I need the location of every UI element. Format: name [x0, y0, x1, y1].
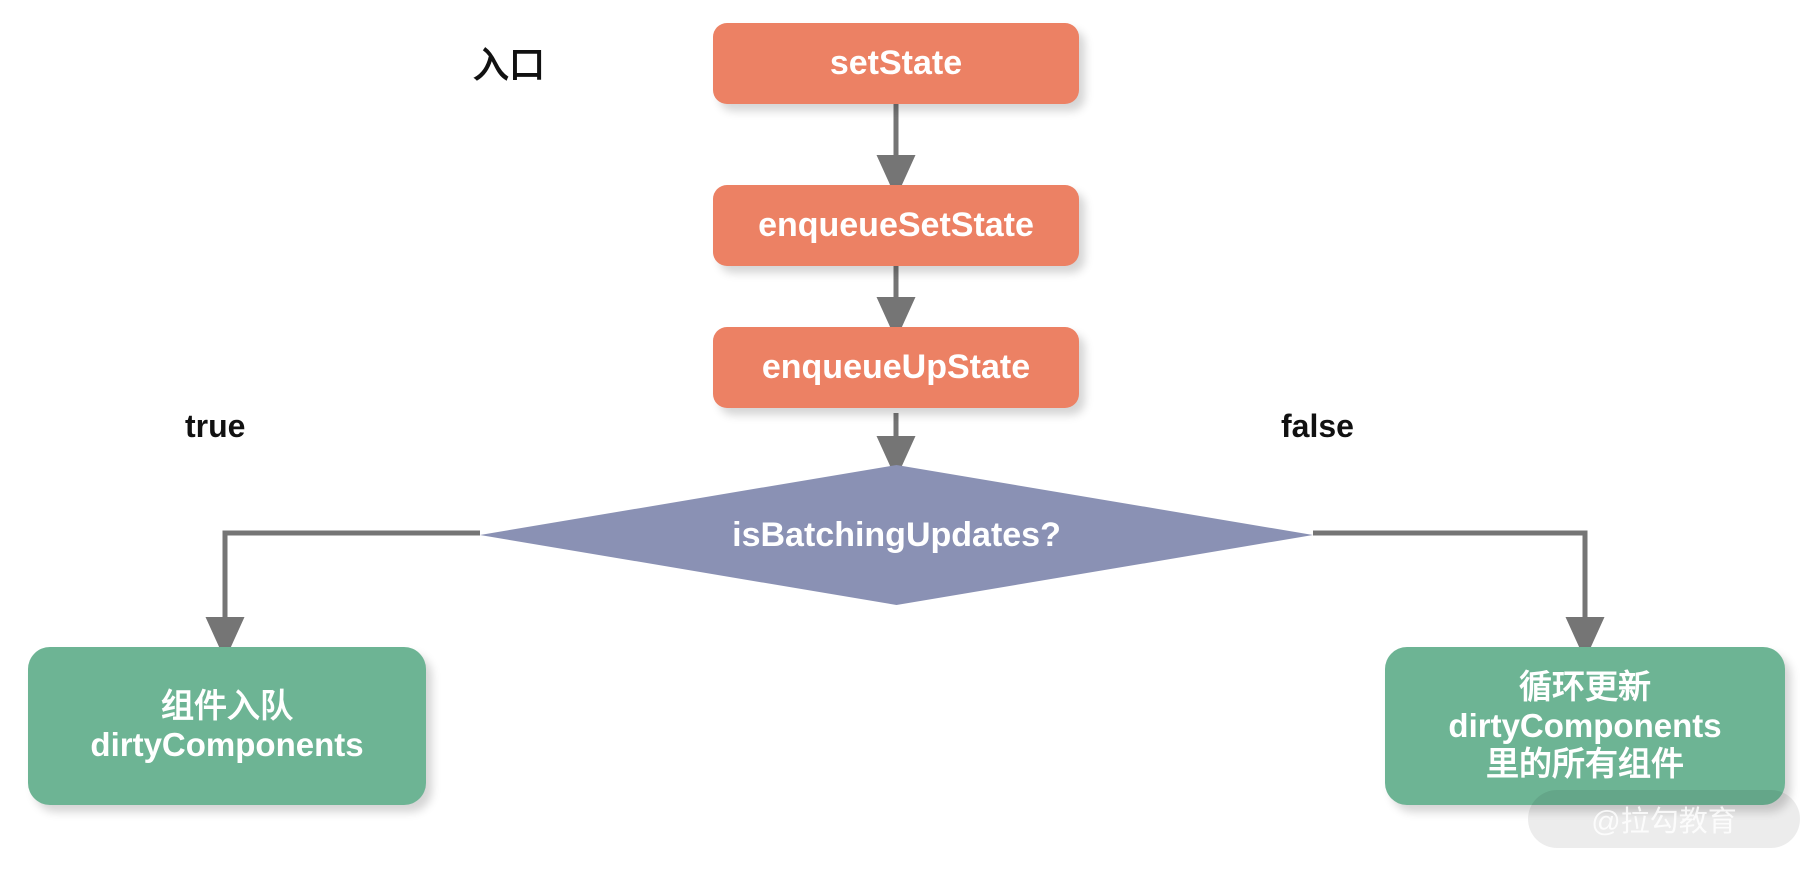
node-line-1: 循环更新: [1518, 667, 1651, 705]
node-text-block: 循环更新 dirtyComponents 里的所有组件: [1448, 668, 1721, 785]
node-setstate[interactable]: setState: [713, 23, 1079, 104]
node-line-2: dirtyComponents: [1448, 706, 1722, 744]
node-loop-update-dirtycomponents[interactable]: 循环更新 dirtyComponents 里的所有组件: [1385, 647, 1785, 805]
edge-label-false: false: [1281, 408, 1354, 444]
edge-decision-true-branch: [205, 530, 480, 661]
node-component-enqueue-dirtycomponents[interactable]: 组件入队 dirtyComponents: [28, 647, 426, 805]
node-line-1: 组件入队: [160, 687, 293, 725]
watermark-label: @拉勾教育: [1528, 790, 1800, 848]
node-enqueueupstate[interactable]: enqueueUpState: [713, 327, 1079, 408]
node-text-block: 组件入队 dirtyComponents: [90, 687, 363, 765]
node-line-3: 里的所有组件: [1485, 745, 1684, 783]
edge-decision-false-branch: [1313, 530, 1605, 661]
node-line-2: dirtyComponents: [90, 726, 364, 763]
node-isbatchingupdates-decision[interactable]: isBatchingUpdates?: [480, 465, 1313, 605]
edge-label-true: true: [185, 408, 246, 444]
entry-point-label: 入口: [473, 44, 546, 85]
node-enqueuesetstate[interactable]: enqueueSetState: [713, 185, 1079, 266]
decision-label: isBatchingUpdates?: [732, 515, 1061, 554]
